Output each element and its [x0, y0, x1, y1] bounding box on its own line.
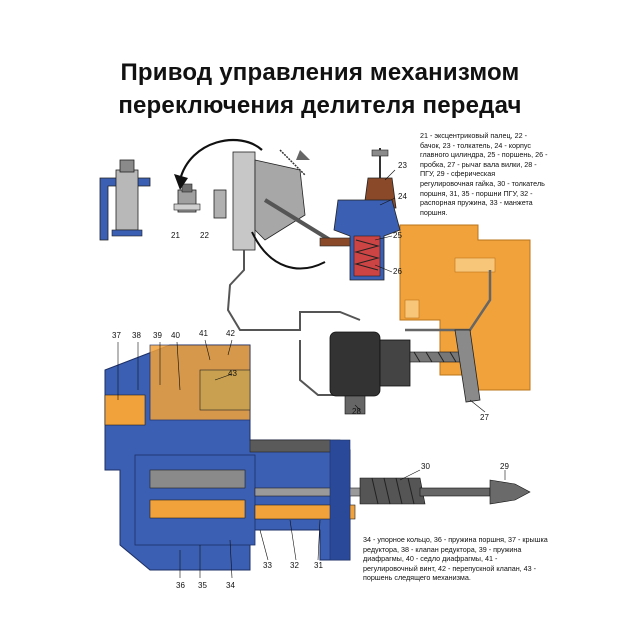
callout-24: 24 — [398, 192, 407, 201]
pedal-bracket — [232, 149, 332, 251]
callout-40: 40 — [171, 331, 180, 340]
legend-parts-34-43: 34 - упорное кольцо, 36 - пружина поршня… — [363, 535, 548, 583]
callout-35: 35 — [198, 581, 207, 590]
hydraulic-line-2 — [299, 340, 345, 396]
pneumo-hydraulic-booster — [329, 331, 471, 415]
direction-arrow-head — [174, 174, 188, 190]
callout-21: 21 — [171, 231, 180, 240]
callout-42: 42 — [226, 329, 235, 338]
callout-39: 39 — [153, 331, 162, 340]
reservoir — [173, 183, 227, 219]
callout-41: 41 — [199, 329, 208, 338]
callout-26: 26 — [393, 267, 402, 276]
callout-33: 33 — [263, 561, 272, 570]
callout-38: 38 — [132, 331, 141, 340]
cab-panel-slot-2 — [404, 299, 420, 319]
title-line-2: переключения делителя передач — [118, 92, 522, 119]
hydraulic-line — [226, 250, 361, 331]
callout-32: 32 — [290, 561, 299, 570]
callout-34: 34 — [226, 581, 235, 590]
title-line-1: Привод управления механизмом — [120, 59, 520, 86]
control-rod — [405, 270, 492, 332]
diagram-title: Привод управления механизмом переключени… — [0, 56, 640, 122]
callout-23: 23 — [398, 161, 407, 170]
fork-lever — [454, 329, 481, 403]
callout-27: 27 — [480, 413, 489, 422]
callout-30: 30 — [421, 462, 430, 471]
callout-43: 43 — [228, 369, 237, 378]
master-cylinder — [319, 148, 401, 281]
callout-lines — [117, 169, 506, 579]
callout-31: 31 — [314, 561, 323, 570]
callout-36: 36 — [176, 581, 185, 590]
eccentric-pin-assembly — [99, 159, 151, 241]
callout-25: 25 — [393, 231, 402, 240]
callout-22: 22 — [200, 231, 209, 240]
gearbox-housing — [104, 344, 531, 571]
motion-arrow — [251, 231, 326, 270]
callout-28: 28 — [352, 407, 361, 416]
cab-panel-slot — [454, 257, 496, 273]
legend-parts-21-33: 21 - эксцентриковый палец, 22 - бачок, 2… — [420, 131, 548, 217]
callout-29: 29 — [500, 462, 509, 471]
direction-arrow — [178, 138, 263, 181]
callout-37: 37 — [112, 331, 121, 340]
